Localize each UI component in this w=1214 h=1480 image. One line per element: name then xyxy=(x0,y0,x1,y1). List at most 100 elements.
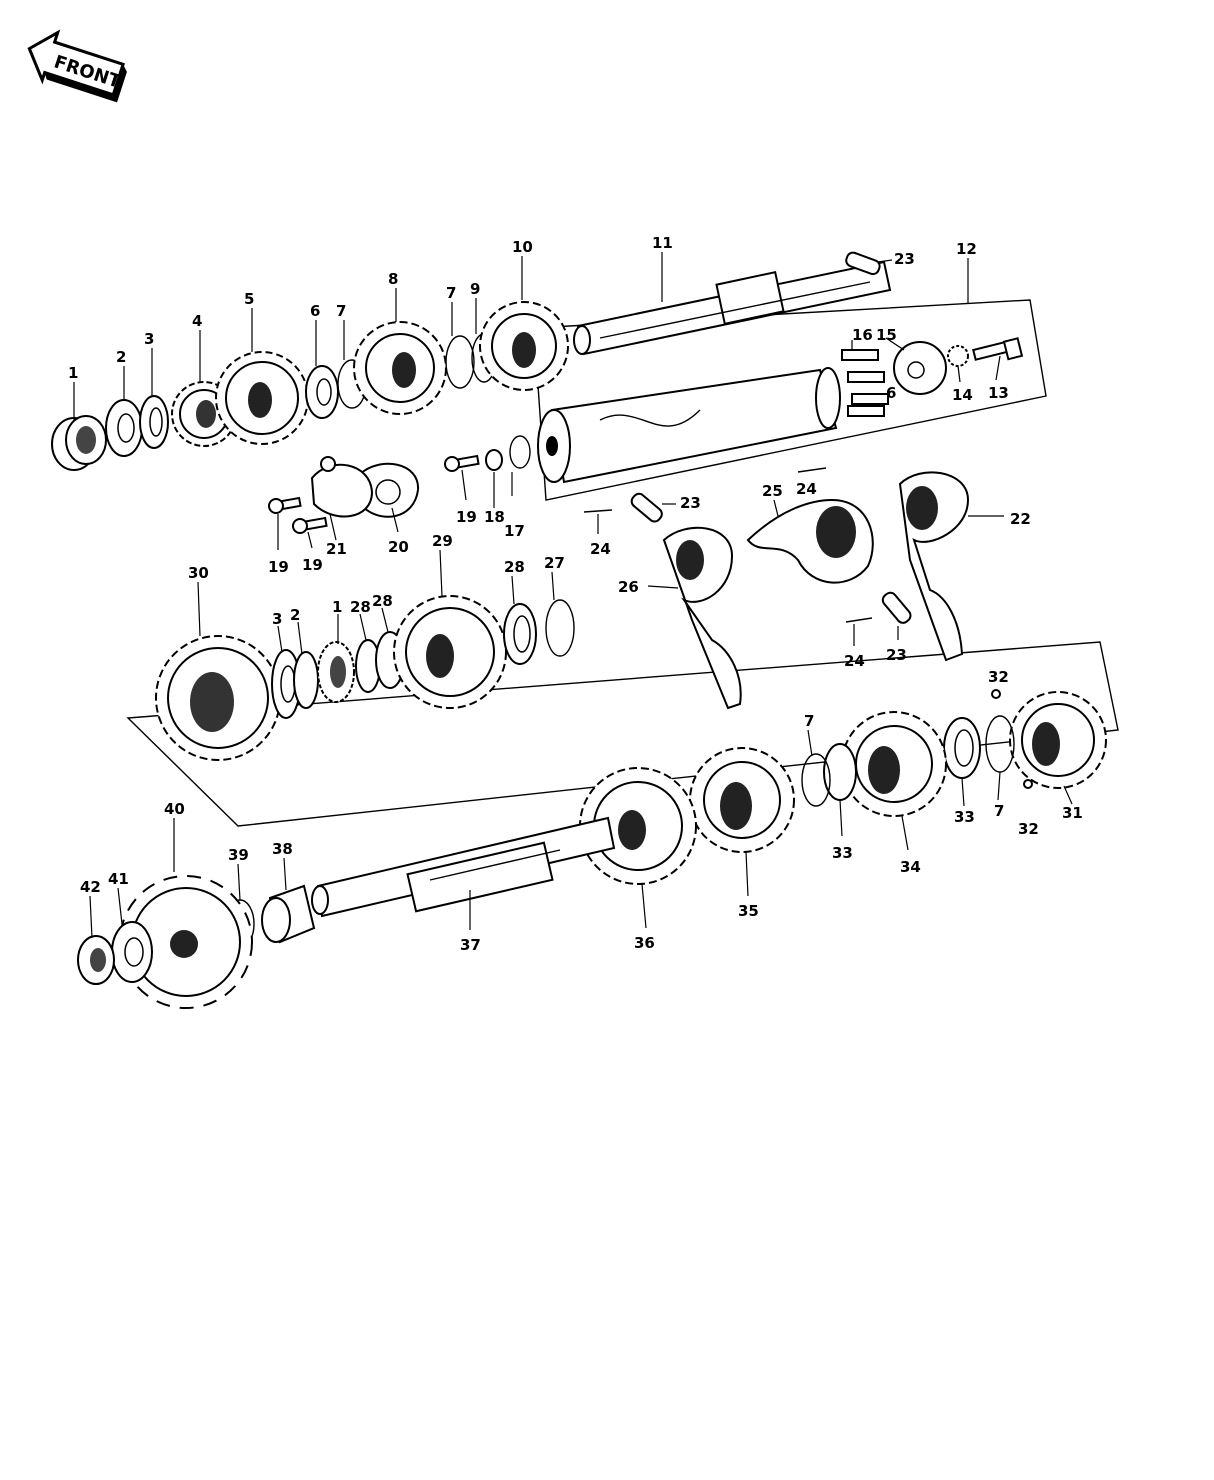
callout-41: 41 xyxy=(108,870,129,888)
cotter-pin-24b xyxy=(583,509,613,513)
output-gear-35 xyxy=(689,747,795,853)
thrust-washer-part xyxy=(105,399,143,457)
callout-24c: 24 xyxy=(844,652,865,670)
output-gear-34 xyxy=(841,711,947,817)
callout-28c: 28 xyxy=(372,592,393,610)
callout-24b: 24 xyxy=(590,540,611,558)
callout-12: 12 xyxy=(956,240,977,258)
callout-17: 17 xyxy=(504,522,525,540)
countershaft-gear-5 xyxy=(215,351,309,445)
callout-2b: 2 xyxy=(290,606,300,624)
callout-39: 39 xyxy=(228,846,249,864)
circlip-27 xyxy=(545,599,575,657)
callout-23b: 23 xyxy=(680,494,701,512)
callout-1: 1 xyxy=(68,364,78,382)
lock-washer-14 xyxy=(947,345,969,367)
callout-10: 10 xyxy=(512,238,533,256)
callout-29: 29 xyxy=(432,532,453,550)
drum-plate-15 xyxy=(893,341,947,395)
lock-washer-41 xyxy=(111,921,153,983)
circlip-7d xyxy=(801,753,831,807)
callout-34: 34 xyxy=(900,858,921,876)
callout-28: 28 xyxy=(504,558,525,576)
callout-37: 37 xyxy=(460,936,481,954)
sprocket-nut-42 xyxy=(77,935,115,985)
callout-27: 27 xyxy=(544,554,565,572)
callout-32b: 32 xyxy=(1018,820,1039,838)
callout-20: 20 xyxy=(388,538,409,556)
front-direction-arrow: FRONT xyxy=(27,29,127,103)
screw-19 xyxy=(444,454,480,472)
washer-part xyxy=(139,395,169,449)
washer-28c xyxy=(503,603,537,665)
callout-3: 3 xyxy=(144,330,154,348)
output-gear-30 xyxy=(155,635,281,761)
countershaft-part xyxy=(573,260,892,356)
callout-26: 26 xyxy=(618,578,639,596)
callout-7: 7 xyxy=(336,302,346,320)
output-gear-29 xyxy=(393,595,507,709)
shift-drum-part xyxy=(537,367,841,484)
callout-22: 22 xyxy=(1010,510,1031,528)
engine-sprocket-40 xyxy=(119,875,253,1009)
cover-plate-21 xyxy=(310,456,374,518)
washer-33 xyxy=(943,717,981,779)
callout-35: 35 xyxy=(738,902,759,920)
output-gear-36 xyxy=(579,767,697,885)
callout-21: 21 xyxy=(326,540,347,558)
callout-36: 36 xyxy=(634,934,655,952)
countershaft-gear-10 xyxy=(479,301,569,391)
callout-7d: 7 xyxy=(804,712,814,730)
callout-24: 24 xyxy=(796,480,817,498)
callout-5: 5 xyxy=(244,290,254,308)
shift-fork-22 xyxy=(898,471,970,662)
callout-15: 15 xyxy=(876,326,897,344)
callout-11: 11 xyxy=(652,234,673,252)
callout-4: 4 xyxy=(192,312,202,330)
callout-28b: 28 xyxy=(350,598,371,616)
countershaft-gear-8 xyxy=(353,321,447,415)
callout-32: 32 xyxy=(988,668,1009,686)
callout-42: 42 xyxy=(80,878,101,896)
drum-stopper-17 xyxy=(509,435,531,469)
callout-7c: 7 xyxy=(994,802,1004,820)
shift-fork-25 xyxy=(746,498,874,584)
callout-8: 8 xyxy=(388,270,398,288)
cotter-pin-24 xyxy=(797,467,827,473)
fork-pin-23 xyxy=(845,251,881,276)
callout-31: 31 xyxy=(1062,804,1083,822)
callout-labels: 1 2 3 4 5 6 7 8 7 9 10 11 12 13 14 15 16… xyxy=(68,234,1083,954)
circlip-7b xyxy=(445,335,475,389)
washer-2b xyxy=(293,651,319,709)
callout-19c: 19 xyxy=(302,556,323,574)
needle-bearing-1b xyxy=(317,641,355,703)
needle-bearing-part xyxy=(51,415,107,471)
washer-18 xyxy=(485,449,503,471)
callout-6b: 6 xyxy=(886,384,896,402)
screw-19b xyxy=(268,496,302,514)
callout-33b: 33 xyxy=(832,844,853,862)
callout-33: 33 xyxy=(954,808,975,826)
fork-pin-23b xyxy=(630,492,663,523)
callout-3b: 3 xyxy=(272,610,282,628)
callout-1b: 1 xyxy=(332,598,342,616)
callout-16: 16 xyxy=(852,326,873,344)
cover-plate-20 xyxy=(358,462,420,518)
output-shaft-37 xyxy=(311,816,616,918)
callout-19b: 19 xyxy=(268,558,289,576)
callout-2: 2 xyxy=(116,348,126,366)
cotter-pin-24c xyxy=(845,617,873,623)
shift-fork-26 xyxy=(662,526,742,710)
callout-18: 18 xyxy=(484,508,505,526)
callout-9: 9 xyxy=(470,280,480,298)
callout-14: 14 xyxy=(952,386,973,404)
output-shaft-assembly-box xyxy=(126,641,1119,827)
callout-23c: 23 xyxy=(886,646,907,664)
callout-38: 38 xyxy=(272,840,293,858)
bolt-13 xyxy=(972,337,1024,361)
screw-19c xyxy=(292,516,328,534)
fork-pin-23c xyxy=(881,591,912,624)
washer-3b xyxy=(271,649,301,719)
steel-ball-32b xyxy=(1023,779,1033,789)
